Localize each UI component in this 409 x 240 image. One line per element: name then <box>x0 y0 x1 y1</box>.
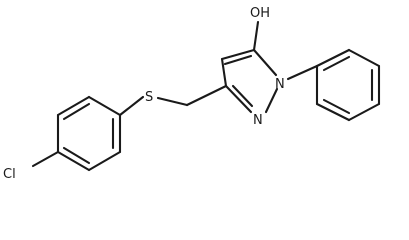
clphenyl-bond-5 <box>87 150 122 172</box>
clphenyl-double-2 <box>62 146 91 165</box>
hydroxyl-label: OH <box>250 6 270 21</box>
phenyl-bond-5 <box>315 102 351 122</box>
phenyl-ring-bonds <box>315 48 381 122</box>
chemical-structure-diagram: OH S N N Cl <box>3 6 381 182</box>
bond-aryl-cl <box>31 150 60 168</box>
bond-c3-ch2 <box>185 84 228 107</box>
bond-c4-c3 <box>220 57 228 88</box>
pyrazole-ring-bonds <box>220 48 279 114</box>
phenyl-double-3 <box>322 98 351 115</box>
phenyl-double-1 <box>322 55 351 72</box>
bond-c5-c4 <box>220 48 256 61</box>
nitrogen-2-label: N <box>253 113 263 128</box>
phenyl-bond-4 <box>347 102 381 122</box>
phenyl-bond-1 <box>315 48 351 68</box>
bond-n2-n1 <box>264 87 279 114</box>
clphenyl-bond-1 <box>87 95 122 117</box>
chlorophenyl-ring-bonds <box>56 95 122 172</box>
nitrogen-1-label: N <box>275 77 285 92</box>
bond-n1-phenyl <box>286 64 319 81</box>
clphenyl-bond-4 <box>56 150 91 172</box>
bond-ch2-s <box>156 96 189 107</box>
sulfur-label: S <box>145 90 153 105</box>
bond-c3-n2-double <box>231 84 254 108</box>
bond-n1-c5 <box>252 48 278 77</box>
chlorine-label: Cl <box>3 167 16 182</box>
structure-canvas: OH S N N Cl <box>3 6 381 182</box>
phenyl-bond-2 <box>347 48 381 68</box>
clphenyl-double-1 <box>62 102 91 121</box>
bond-s-aryl <box>118 95 145 117</box>
bond-c4-c5-double <box>223 54 253 66</box>
clphenyl-bond-2 <box>56 95 91 117</box>
bond-c3-n2 <box>224 84 253 114</box>
bond-c5-oh <box>252 20 260 52</box>
